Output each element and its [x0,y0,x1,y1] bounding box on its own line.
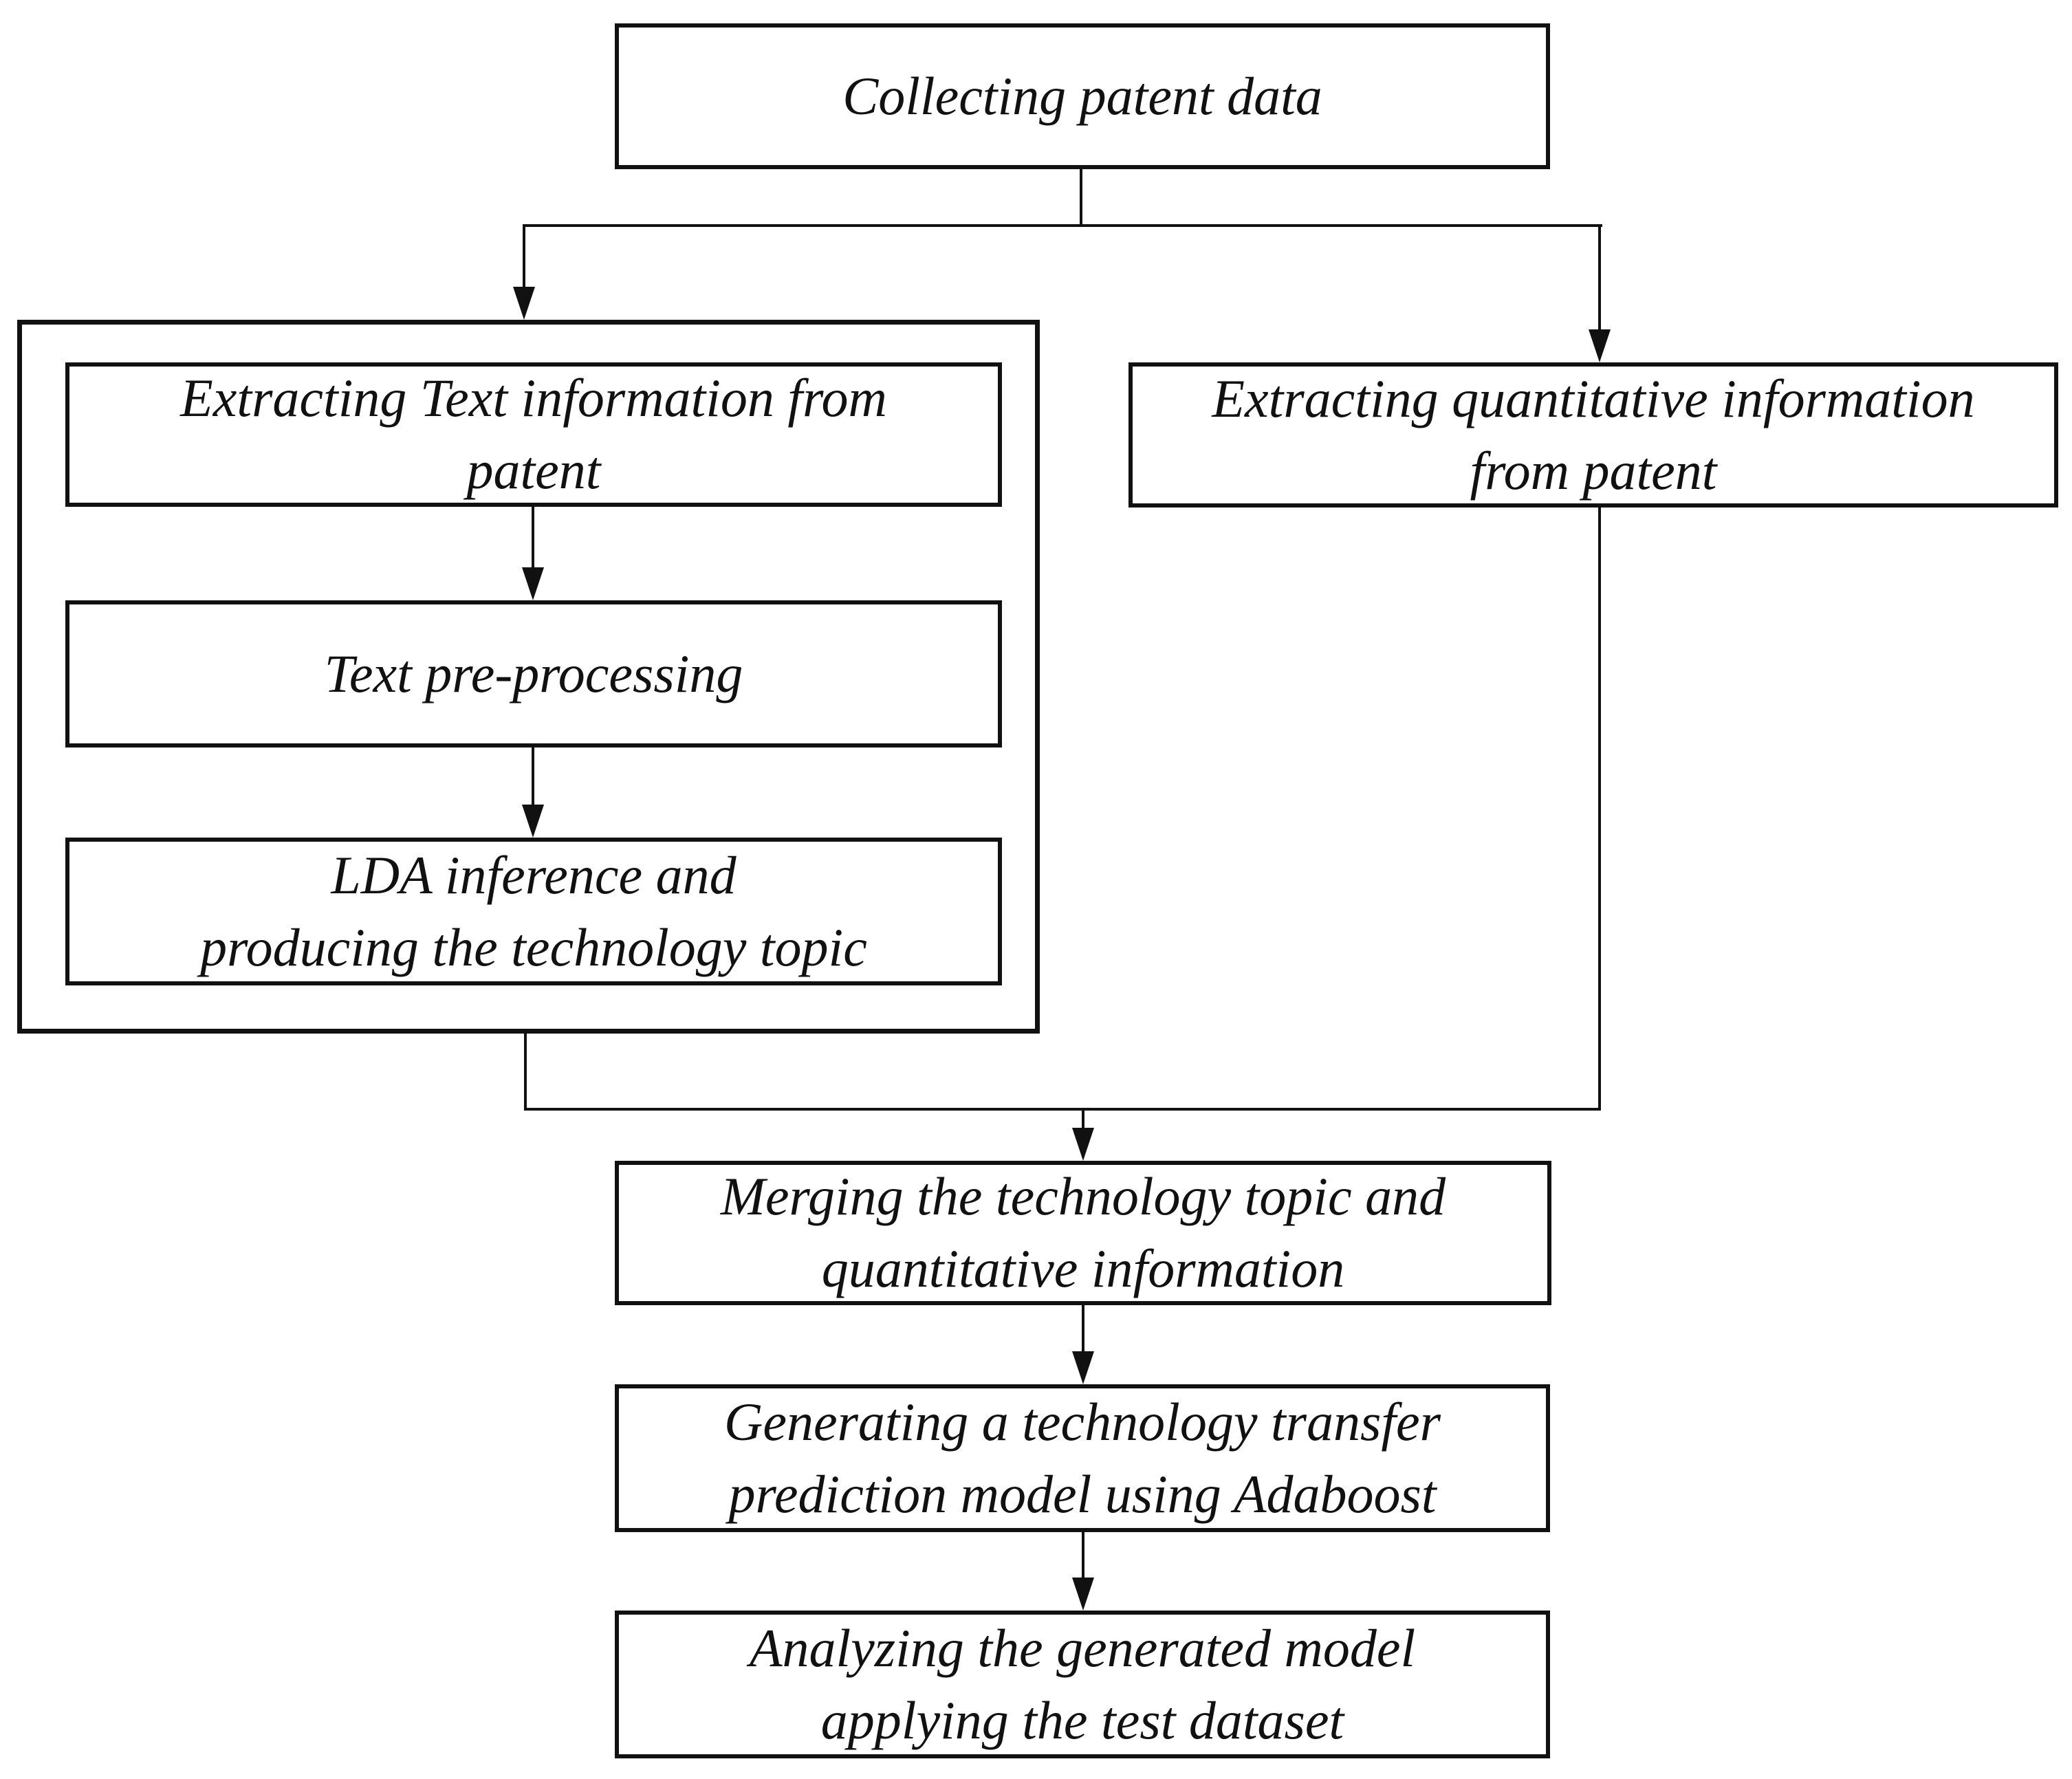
edge-textgroup-to-merge-line [524,1034,527,1111]
node-label: applying the test dataset [820,1690,1344,1750]
node-label: LDA inference and [331,844,737,905]
edge-join-horizontal-line [524,1108,1601,1111]
arrowhead-down-icon [522,567,544,600]
edge-collect-to-quant-line [1598,224,1601,331]
edge-extracttext-to-preprocess-line [532,507,534,569]
edge-collect-to-textgroup-line [523,224,525,288]
arrowhead-down-icon [1072,1578,1094,1611]
arrowhead-down-icon [513,287,535,320]
arrowhead-down-icon [522,805,544,838]
node-label: Extracting quantitative information [1212,368,1975,428]
arrowhead-down-icon [1589,329,1611,362]
arrowhead-down-icon [1072,1128,1094,1161]
node-label: from patent [1470,440,1717,501]
node-collecting-patent-data: Collecting patent data [615,23,1550,169]
node-text-pre-processing: Text pre-processing [65,600,1002,747]
node-label: Extracting Text information from [180,368,887,428]
node-extracting-quantitative-information: Extracting quantitative information from… [1128,362,2058,507]
node-lda-inference: LDA inference and producing the technolo… [65,838,1002,985]
node-label: Text pre-processing [324,643,743,703]
edge-generate-to-analyze-line [1082,1532,1084,1579]
edge-preprocess-to-lda-line [532,747,534,806]
node-label: Merging the technology topic and [720,1166,1446,1227]
node-generating-prediction-model: Generating a technology transfer predict… [615,1384,1550,1532]
node-label: Analyzing the generated model [749,1617,1416,1678]
edge-join-to-merge-line [1082,1111,1084,1129]
node-label: quantitative information [821,1238,1345,1298]
node-label: prediction model using Adaboost [728,1463,1437,1524]
node-label: Generating a technology transfer [724,1391,1441,1452]
node-label: Collecting patent data [842,65,1322,126]
node-extracting-text-information: Extracting Text information from patent [65,362,1002,507]
node-analyzing-generated-model: Analyzing the generated model applying t… [615,1611,1550,1758]
arrowhead-down-icon [1072,1351,1094,1384]
edge-quant-to-merge-line [1598,507,1601,1111]
edge-merge-to-generate-line [1082,1305,1084,1353]
edge-branch-horizontal-line [523,224,1602,227]
node-label: producing the technology topic [200,917,867,977]
node-label: patent [466,440,601,500]
node-merging-topic-and-quantitative: Merging the technology topic and quantit… [615,1161,1551,1305]
edge-collect-stem-line [1080,169,1082,227]
